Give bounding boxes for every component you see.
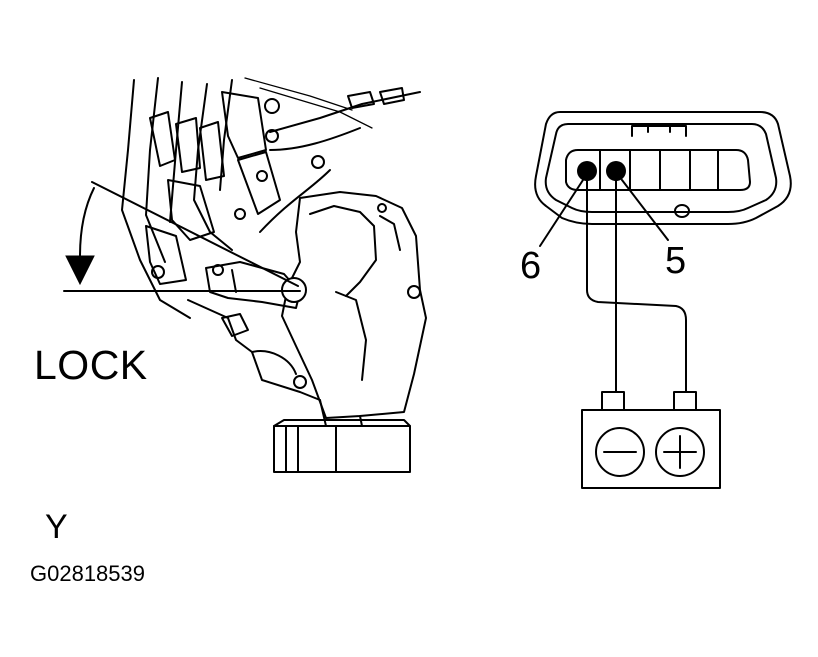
- battery-negative-terminal: [595, 427, 645, 477]
- angled-reference-line: [91, 181, 299, 287]
- connector-icon: [534, 111, 792, 225]
- rotate-down-arrow-icon: [65, 255, 95, 286]
- door-lock-assembly: [121, 77, 427, 473]
- test-leads: [586, 179, 687, 393]
- pin-6-leader-line: [539, 179, 584, 247]
- lock-direction-label: LOCK: [34, 342, 148, 388]
- pin-5-leader-line: [621, 179, 669, 241]
- pin-6-terminal: [577, 161, 597, 181]
- pin-5-label: 5: [665, 240, 687, 282]
- view-label: Y: [45, 508, 68, 546]
- rotate-down-arrow-shaft: [79, 187, 95, 257]
- rotation-indicator: [63, 181, 301, 292]
- battery-positive-terminal: [655, 427, 705, 477]
- figure-id-label: G02818539: [30, 561, 145, 586]
- pin-6-label: 6: [520, 245, 542, 287]
- battery-icon: [581, 391, 721, 489]
- pin-5-terminal: [606, 161, 626, 181]
